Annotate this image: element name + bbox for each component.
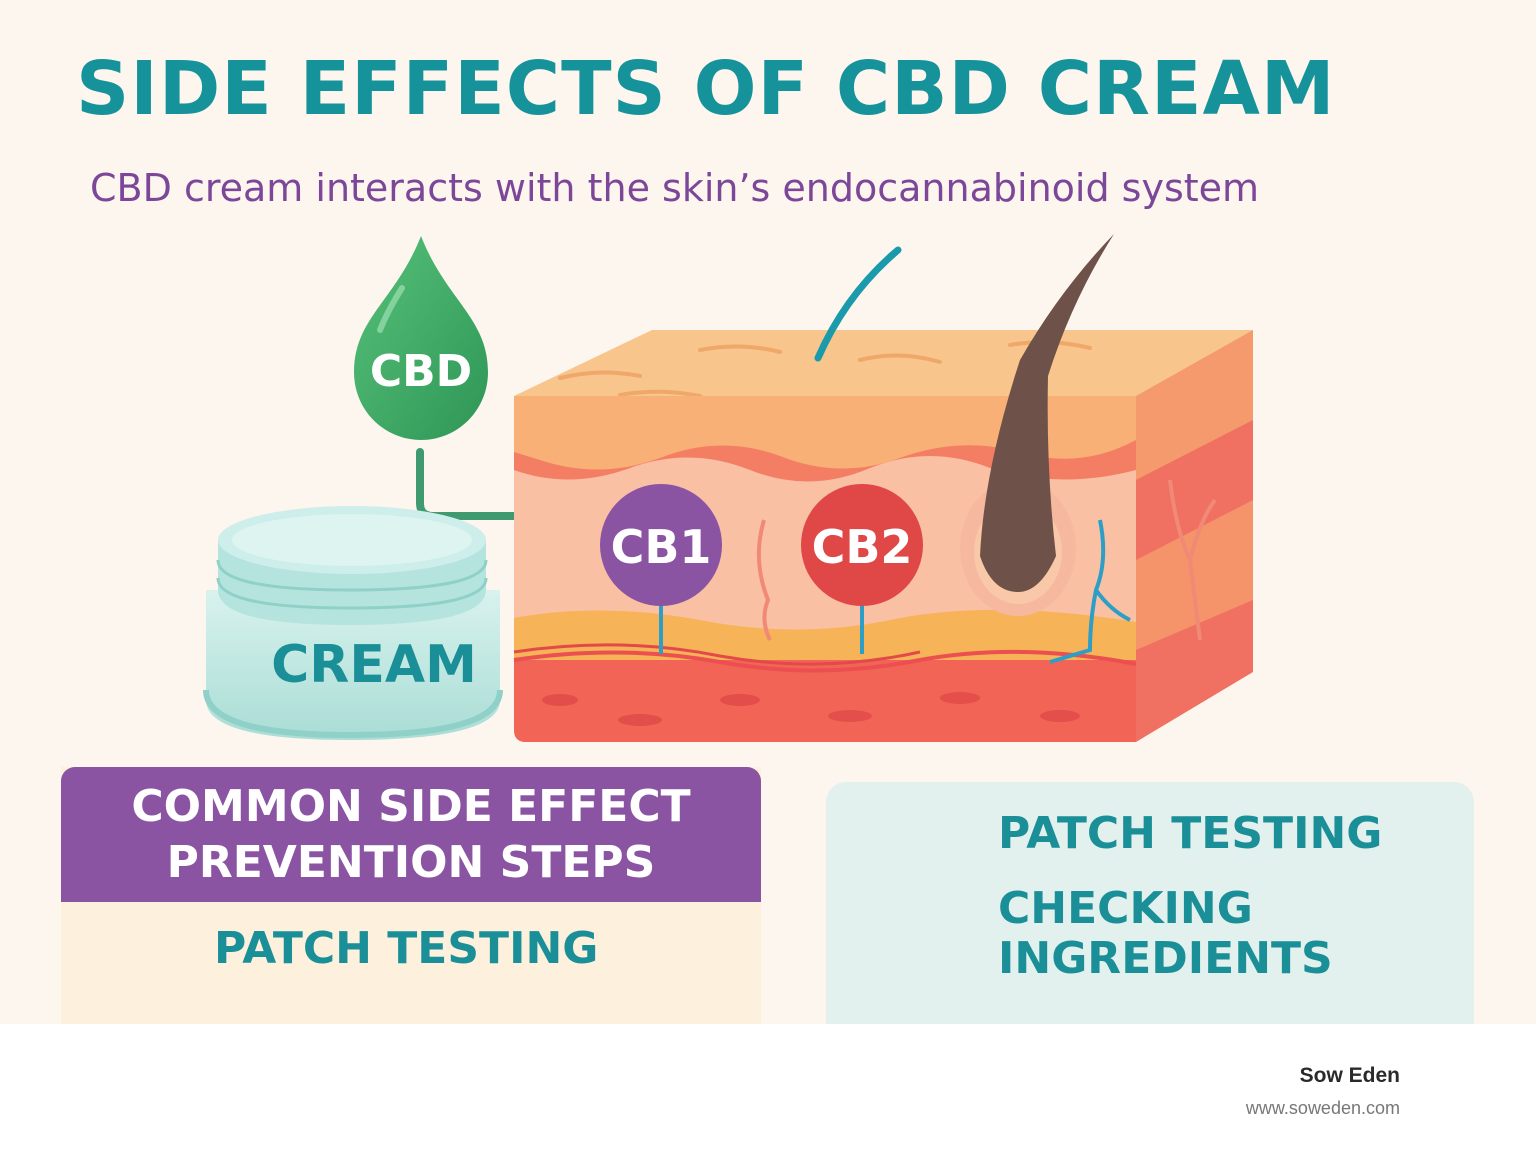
prevention-step-item: PATCH TESTING	[214, 923, 599, 974]
cbd-drop: CBD	[354, 236, 488, 440]
prevention-steps-heading: COMMON SIDE EFFECT PREVENTION STEPS	[131, 780, 691, 888]
hair-follicle	[960, 234, 1114, 616]
infographic-canvas: SIDE EFFECTS OF CBD CREAM CBD cream inte…	[0, 0, 1536, 1024]
prevention-steps-header: COMMON SIDE EFFECT PREVENTION STEPS	[61, 767, 761, 902]
cb1-receptor: CB1	[600, 484, 722, 606]
tip-patch-testing: PATCH TESTING	[998, 808, 1383, 859]
brand-name: Sow Eden	[1299, 1064, 1400, 1087]
jar-label: CREAM	[271, 635, 477, 695]
page-title: SIDE EFFECTS OF CBD CREAM	[76, 46, 1336, 132]
cb2-receptor: CB2	[801, 484, 923, 606]
cbd-drop-label: CBD	[370, 346, 472, 397]
cb2-label: CB2	[812, 520, 913, 574]
tips-panel: PATCH TESTING CHECKING INGREDIENTS	[826, 782, 1474, 1024]
cream-jar: CREAM	[203, 506, 503, 740]
small-hair	[814, 246, 902, 362]
page-subtitle: CBD cream interacts with the skin’s endo…	[90, 166, 1260, 210]
tip-checking-ingredients: CHECKING INGREDIENTS	[998, 883, 1333, 984]
brand-url: www.soweden.com	[1245, 1098, 1400, 1118]
cb1-label: CB1	[611, 520, 712, 574]
prevention-steps-panel: COMMON SIDE EFFECT PREVENTION STEPS PATC…	[61, 767, 761, 1024]
